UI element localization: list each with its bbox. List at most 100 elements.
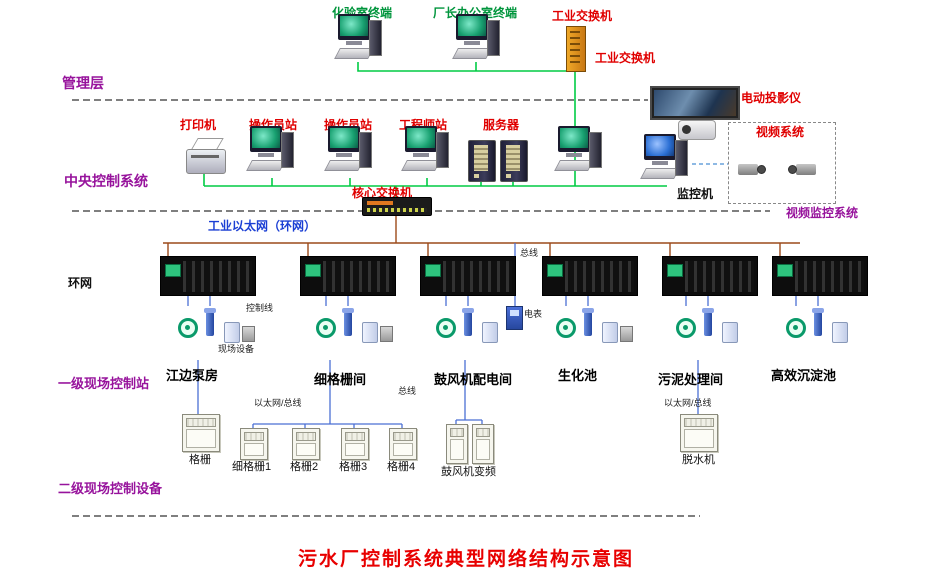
pump-icon [316,318,336,338]
keyboard-icon [334,48,374,59]
grid-3-label: 格栅3 [339,461,368,473]
blower-vfd-cabinet-2 [472,424,494,464]
actuator-icon [204,308,216,336]
grid-4-label: 格栅4 [387,461,416,473]
industrial-switch-device [566,26,586,72]
layer-label-station-level: 一级现场控制站 [58,376,150,391]
actuator-icon [812,308,824,336]
monitor-pc-label: 监控机 [677,187,714,201]
station-name-1: 江边泵房 [166,368,219,383]
core-switch-device [362,197,432,216]
tower-icon [436,132,449,168]
blower-vfd-label: 鼓风机变频 [441,466,496,478]
monitor-pc-computer [640,134,688,188]
valve-icon [380,326,393,342]
monitor-icon [405,126,437,152]
monitor-stand [566,153,582,157]
actuator-icon [342,308,354,336]
printer-slot [191,155,219,158]
screen [646,136,674,156]
server-label: 服务器 [483,118,520,132]
screen [407,128,435,148]
camera-icon [736,156,766,182]
keyboard-icon [324,160,364,171]
tower-icon [281,132,294,168]
keyboard-icon [401,160,441,171]
plc-rack-station-6 [772,256,868,296]
pump-icon [178,318,198,338]
monitor-icon [456,14,488,40]
field-devices-station-1 [176,300,256,362]
tank-icon [362,322,378,343]
field-devices-station-2 [314,300,394,362]
keyboard-icon [246,160,286,171]
actuator-icon [462,308,474,336]
field-devices-station-5 [674,300,754,362]
bus-bottom-label: 总线 [398,386,417,396]
field-equipment-label: 现场设备 [218,344,255,354]
pump-icon [436,318,456,338]
fine-grid-1-cabinet [240,428,268,460]
eth-bus-right-label: 以太网/总线 [664,398,712,408]
power-meter-label: 电表 [524,309,543,319]
field-devices-station-3 [434,300,514,362]
screen [560,128,588,148]
grid-label: 格栅 [189,454,211,466]
keyboard-icon [640,168,680,179]
director-terminal-computer [452,14,500,68]
power-meter-device [506,306,523,330]
station-name-5: 污泥处理间 [658,372,724,387]
actuator-icon [702,308,714,336]
pump-icon [786,318,806,338]
control-line-label: 控制线 [246,303,274,313]
station-name-2: 细格栅间 [314,372,367,387]
video-surveillance-label: 视频监控系统 [786,206,859,220]
layer-label-ring: 环网 [68,276,93,290]
lab-terminal-computer [334,14,382,68]
plc-rack-station-2 [300,256,396,296]
layer-label-central: 中央控制系统 [64,173,148,189]
tower-icon [487,20,500,56]
station-name-3: 鼓风机配电间 [434,372,513,387]
monitor-stand [336,153,352,157]
server-tower-1 [468,140,496,182]
monitor-icon [250,126,282,152]
monitor-stand [413,153,429,157]
monitor-icon [328,126,360,152]
server-tower-2 [500,140,528,182]
pump-icon [556,318,576,338]
plc-rack-station-1 [160,256,256,296]
dewatering-label: 脱水机 [682,454,715,466]
diagram-title: 污水厂控制系统典型网络结构示意图 [297,549,634,570]
screen [330,128,358,148]
monitor-stand [346,41,362,45]
monitor-stand [258,153,274,157]
monitor-stand [652,161,668,165]
video-system-box [728,122,836,204]
monitor-icon [558,126,590,152]
plc-rack-station-3 [420,256,516,296]
industrial-switch-top-label: 工业交换机 [552,9,613,23]
tank-icon [832,322,848,343]
blower-vfd-cabinet-1 [446,424,468,464]
tower-icon [359,132,372,168]
layer-label-device-level: 二级现场控制设备 [58,481,163,496]
field-devices-station-6 [784,300,864,362]
tank-icon [482,322,498,343]
tower-icon [369,20,382,56]
fine-grid-1-label: 细格栅1 [232,461,272,473]
screen [340,16,368,36]
industrial-ethernet-label: 工业以太网（环网） [208,219,317,233]
valve-icon [620,326,633,342]
engineer-station-computer [401,126,449,180]
monitor-icon [338,14,370,40]
core-switch-label: 核心交换机 [352,186,413,200]
layer-label-management: 管理层 [62,75,104,91]
screen [252,128,280,148]
tank-icon [602,322,618,343]
pump-icon [676,318,696,338]
grid-2-cabinet [292,428,320,460]
valve-icon [242,326,255,342]
